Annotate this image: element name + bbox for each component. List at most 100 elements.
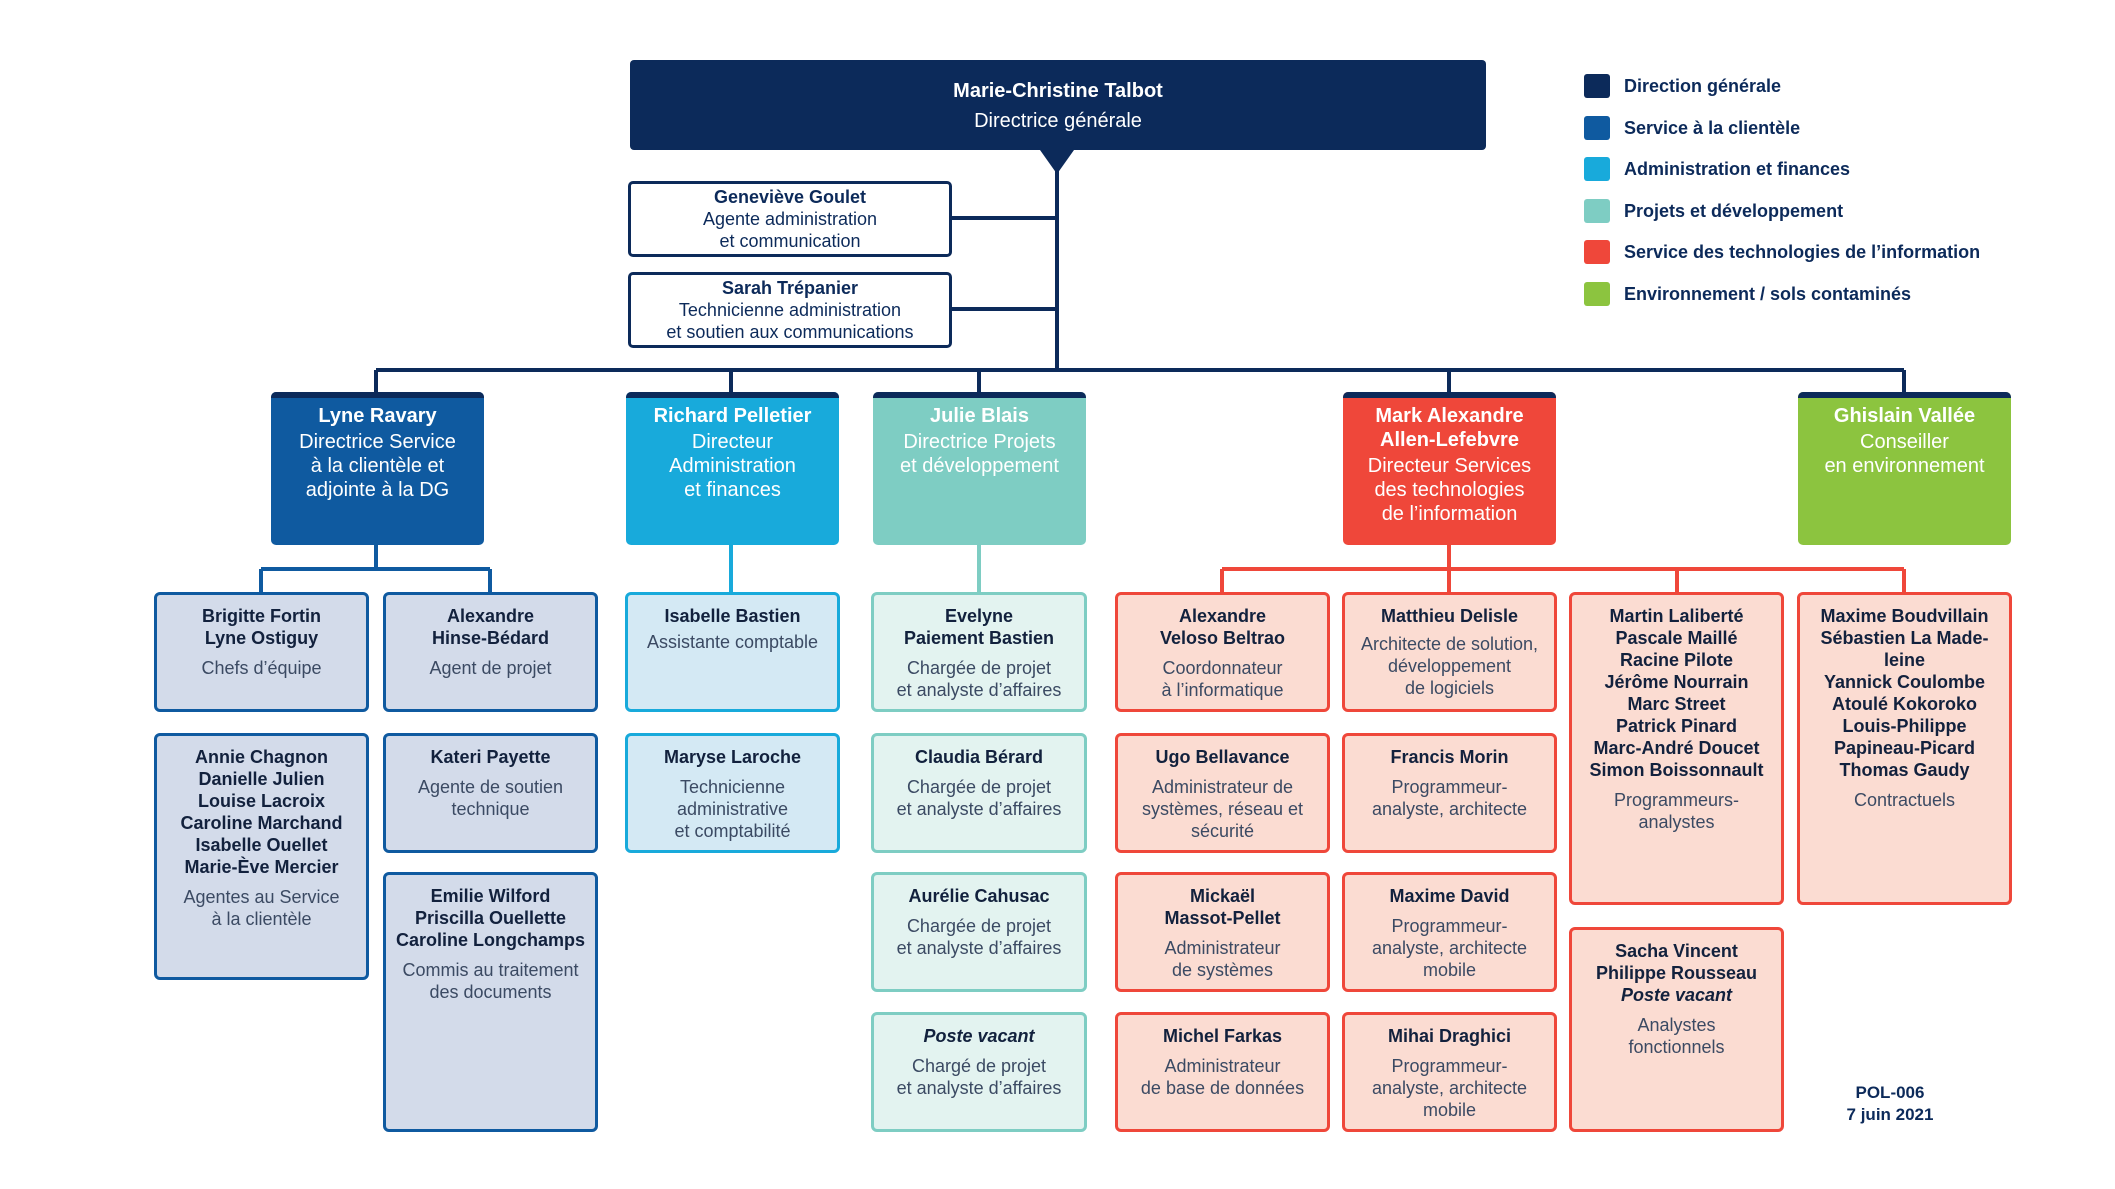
assistant-name: Geneviève Goulet <box>713 187 867 207</box>
legend-label: Projets et développement <box>1624 200 1844 221</box>
role-title: Technicienne <box>679 777 786 797</box>
person-name: Maxime Boudvillain <box>1820 606 1989 626</box>
person-name: Poste vacant <box>1620 985 1733 1005</box>
role-title: Assistante comptable <box>646 632 819 652</box>
person-name: Mihai Draghici <box>1387 1026 1512 1046</box>
ti-card-6: Francis Morin Programmeur- analyste, arc… <box>1342 733 1557 853</box>
person-name: Poste vacant <box>923 1026 1035 1046</box>
lead-top-bar <box>271 392 484 398</box>
lead-title-line: Administration <box>669 455 796 477</box>
assistant-title-line: Technicienne administration <box>678 300 902 320</box>
role-title: Analystes <box>1637 1015 1716 1035</box>
person-name: Ugo Bellavance <box>1155 747 1290 767</box>
person-name: Thomas Gaudy <box>1839 760 1970 780</box>
person-name: Evelyne <box>944 606 1014 626</box>
assistant-box-trepanier: Sarah Trépanier Technicienne administrat… <box>628 272 952 348</box>
service-card-3: Annie Chagnon Danielle Julien Louise Lac… <box>154 733 369 980</box>
role-title: à la clientèle <box>211 909 312 929</box>
role-title: Contractuels <box>1853 790 1956 810</box>
role-title: de base de données <box>1140 1078 1305 1098</box>
lead-name: Julie Blais <box>930 405 1029 427</box>
role-title: technique <box>451 799 530 819</box>
person-name: Caroline Longchamps <box>395 930 586 950</box>
legend-swatch <box>1584 199 1610 223</box>
ti-card-5: Ugo Bellavance Administrateur de système… <box>1115 733 1330 853</box>
role-title: fonctionnels <box>1628 1037 1725 1057</box>
lead-title-line: de l’information <box>1381 503 1518 525</box>
projets-card-1: Evelyne Paiement Bastien Chargée de proj… <box>871 592 1087 712</box>
person-name: leine <box>1883 650 1926 670</box>
legend-swatch <box>1584 157 1610 181</box>
lead-title-line: Directeur Services <box>1367 455 1532 477</box>
projets-card-4: Poste vacant Chargé de projet et analyst… <box>871 1012 1087 1132</box>
person-name: Louis-Philippe <box>1842 716 1967 736</box>
person-name: Patrick Pinard <box>1615 716 1738 736</box>
projets-card-3: Aurélie Cahusac Chargée de projet et ana… <box>871 872 1087 992</box>
person-name: Sacha Vincent <box>1615 941 1738 961</box>
legend-label: Environnement / sols contaminés <box>1624 283 1912 304</box>
legend-label: Administration et finances <box>1624 158 1851 179</box>
person-name: Emilie Wilford <box>430 886 551 906</box>
legend-label: Service des technologies de l’informatio… <box>1624 241 1981 262</box>
person-name: Caroline Marchand <box>180 813 343 833</box>
role-title: Administrateur <box>1164 1056 1281 1076</box>
role-title: Administrateur <box>1164 938 1281 958</box>
person-name: Philippe Rousseau <box>1595 963 1758 983</box>
role-title: systèmes, réseau et <box>1141 799 1304 819</box>
legend-item-direction: Direction générale <box>1584 74 1781 98</box>
role-title: Agente de soutien <box>417 777 564 797</box>
person-name: Hinse-Bédard <box>431 628 550 648</box>
person-name: Marc Street <box>1627 694 1726 714</box>
lead-title-line: Directrice Service <box>299 431 456 453</box>
role-title: sécurité <box>1190 821 1255 841</box>
assistant-title-line: et soutien aux communications <box>666 322 914 342</box>
ti-card-10: Michel Farkas Administrateur de base de … <box>1115 1012 1330 1132</box>
legend-label: Direction générale <box>1624 75 1782 96</box>
ti-card-9: Sacha Vincent Philippe Rousseau Poste va… <box>1569 927 1784 1132</box>
role-title: mobile <box>1422 1100 1477 1120</box>
person-name: Marie-Ève Mercier <box>184 857 339 877</box>
role-title: Agentes au Service <box>183 887 340 907</box>
assistant-name: Sarah Trépanier <box>721 278 859 298</box>
role-title: Programmeur- <box>1391 916 1508 936</box>
lead-title-line: et développement <box>899 455 1059 477</box>
ti-card-1: Alexandre Veloso Beltrao Coordonnateur à… <box>1115 592 1330 712</box>
lead-title-line: Conseiller <box>1860 431 1949 453</box>
legend-swatch <box>1584 74 1610 98</box>
service-card-5: Emilie Wilford Priscilla Ouellette Carol… <box>383 872 598 1132</box>
lead-top-bar <box>1343 392 1556 398</box>
director-pointer <box>1040 150 1074 174</box>
person-name: Simon Boissonnault <box>1589 760 1764 780</box>
lead-top-bar <box>1798 392 2011 398</box>
role-title: et analyste d’affaires <box>896 938 1062 958</box>
lead-top-bar <box>626 392 839 398</box>
lead-title-line: adjointe à la DG <box>305 479 450 501</box>
role-title: mobile <box>1422 960 1477 980</box>
person-name: Martin Laliberté <box>1609 606 1744 626</box>
role-title: et comptabilité <box>674 821 791 841</box>
lead-title-line: des technologies <box>1374 479 1525 501</box>
role-title: Programmeur- <box>1391 777 1508 797</box>
person-name: Paiement Bastien <box>903 628 1055 648</box>
person-name: Matthieu Delisle <box>1380 606 1519 626</box>
director-box: Marie-Christine Talbot Directrice généra… <box>630 60 1486 150</box>
role-title: à l’informatique <box>1161 680 1284 700</box>
ti-card-7: Mickaël Massot-Pellet Administrateur de … <box>1115 872 1330 992</box>
director-name: Marie-Christine Talbot <box>953 80 1163 102</box>
person-name: Atoulé Kokoroko <box>1831 694 1977 714</box>
role-title: et analyste d’affaires <box>896 799 1062 819</box>
person-name: Maryse Laroche <box>663 747 802 767</box>
person-name: Lyne Ostiguy <box>204 628 319 648</box>
person-name: Isabelle Bastien <box>664 606 801 626</box>
person-name: Louise Lacroix <box>197 791 326 811</box>
person-name: Racine Pilote <box>1619 650 1734 670</box>
role-title: Programmeurs- <box>1613 790 1740 810</box>
person-name: Brigitte Fortin <box>202 606 321 626</box>
legend-item-ti: Service des technologies de l’informatio… <box>1584 240 1980 264</box>
lead-title-line: et finances <box>684 479 781 501</box>
person-name: Massot-Pellet <box>1164 908 1281 928</box>
person-name: Maxime David <box>1389 886 1510 906</box>
lead-title-line: Directeur <box>691 431 774 453</box>
person-name: Claudia Bérard <box>914 747 1044 767</box>
role-title: Chefs d’équipe <box>201 658 322 678</box>
